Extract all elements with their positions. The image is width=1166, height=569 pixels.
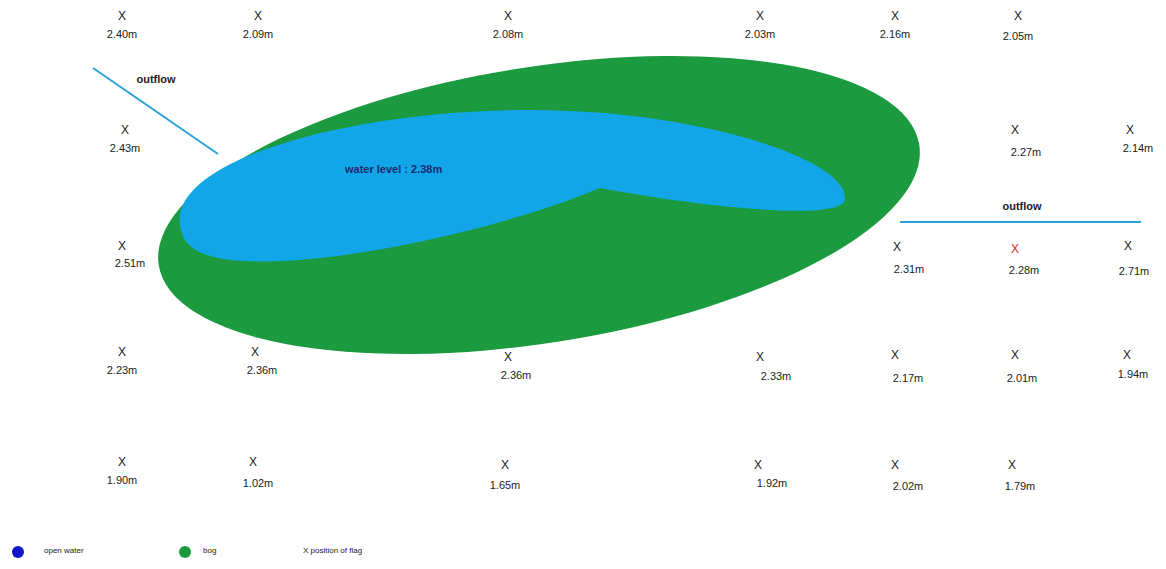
flag-mark: X <box>504 10 512 23</box>
flag-height: 2.36m <box>247 364 278 376</box>
flag-height: 2.16m <box>880 28 911 40</box>
flag-mark: X <box>1011 124 1019 137</box>
legend-swatch <box>179 546 191 558</box>
flag-height: 1.90m <box>107 474 138 486</box>
flag-height: 2.36m <box>501 369 532 381</box>
flag-mark: X <box>118 346 126 359</box>
flag-mark: X <box>1011 349 1019 362</box>
flag-height: 2.17m <box>893 372 924 384</box>
flag-mark: X <box>756 10 764 23</box>
flag-mark: X <box>1123 349 1131 362</box>
flag-mark: X <box>1014 10 1022 23</box>
flag-height: 2.08m <box>493 28 524 40</box>
flag-mark: X <box>754 459 762 472</box>
flag-mark: X <box>891 10 899 23</box>
flag-mark: X <box>251 346 259 359</box>
flag-mark: X <box>1008 459 1016 472</box>
flag-mark: X <box>118 456 126 469</box>
flag-height: 2.23m <box>107 364 138 376</box>
flag-mark: X <box>254 10 262 23</box>
flag-height: 1.65m <box>490 479 521 491</box>
flag-mark: X <box>891 459 899 472</box>
flag-mark: X <box>1011 243 1019 256</box>
flag-mark: X <box>504 351 512 364</box>
flag-height: 2.71m <box>1119 265 1150 277</box>
flag-height: 1.79m <box>1005 480 1036 492</box>
legend-text: bog <box>203 547 216 556</box>
flag-height: 2.31m <box>894 263 925 275</box>
flag-height: 2.14m <box>1123 142 1154 154</box>
flag-mark: X <box>118 240 126 253</box>
flag-mark: X <box>1124 240 1132 253</box>
flag-height: 2.09m <box>243 28 274 40</box>
flag-height: 2.02m <box>893 480 924 492</box>
flag-height: 1.92m <box>757 477 788 489</box>
outflow-stream <box>900 221 1141 223</box>
water-level-label: water level : 2.38m <box>345 163 442 175</box>
outflow-label: outflow <box>1002 200 1041 212</box>
flag-height: 2.05m <box>1003 30 1034 42</box>
flag-mark: X <box>893 241 901 254</box>
legend-text: X position of flag <box>303 547 362 556</box>
open-water: water level : 2.38m <box>170 100 855 275</box>
outflow-stream <box>93 68 218 154</box>
outflow-label: outflow <box>136 73 175 85</box>
water-shape <box>180 110 846 262</box>
flag-height: 1.94m <box>1118 368 1149 380</box>
flag-height: 2.28m <box>1009 264 1040 276</box>
flag-height: 2.40m <box>107 28 138 40</box>
legend-swatch <box>12 546 24 558</box>
flag-mark: X <box>756 351 764 364</box>
flag-height: 2.01m <box>1007 372 1038 384</box>
flag-mark: X <box>118 10 126 23</box>
water-outline <box>170 100 855 275</box>
flag-mark: X <box>501 459 509 472</box>
legend-text: open water <box>44 547 84 556</box>
flag-mark: X <box>1126 124 1134 137</box>
bog-area <box>137 8 941 401</box>
flag-height: 2.33m <box>761 370 792 382</box>
flag-height: 2.03m <box>745 28 776 40</box>
flag-mark: X <box>249 456 257 469</box>
flag-height: 2.27m <box>1011 146 1042 158</box>
flag-height: 1.02m <box>243 477 274 489</box>
flag-mark: X <box>891 349 899 362</box>
flag-mark: X <box>121 124 129 137</box>
flag-height: 2.43m <box>110 142 141 154</box>
flag-height: 2.51m <box>115 257 146 269</box>
